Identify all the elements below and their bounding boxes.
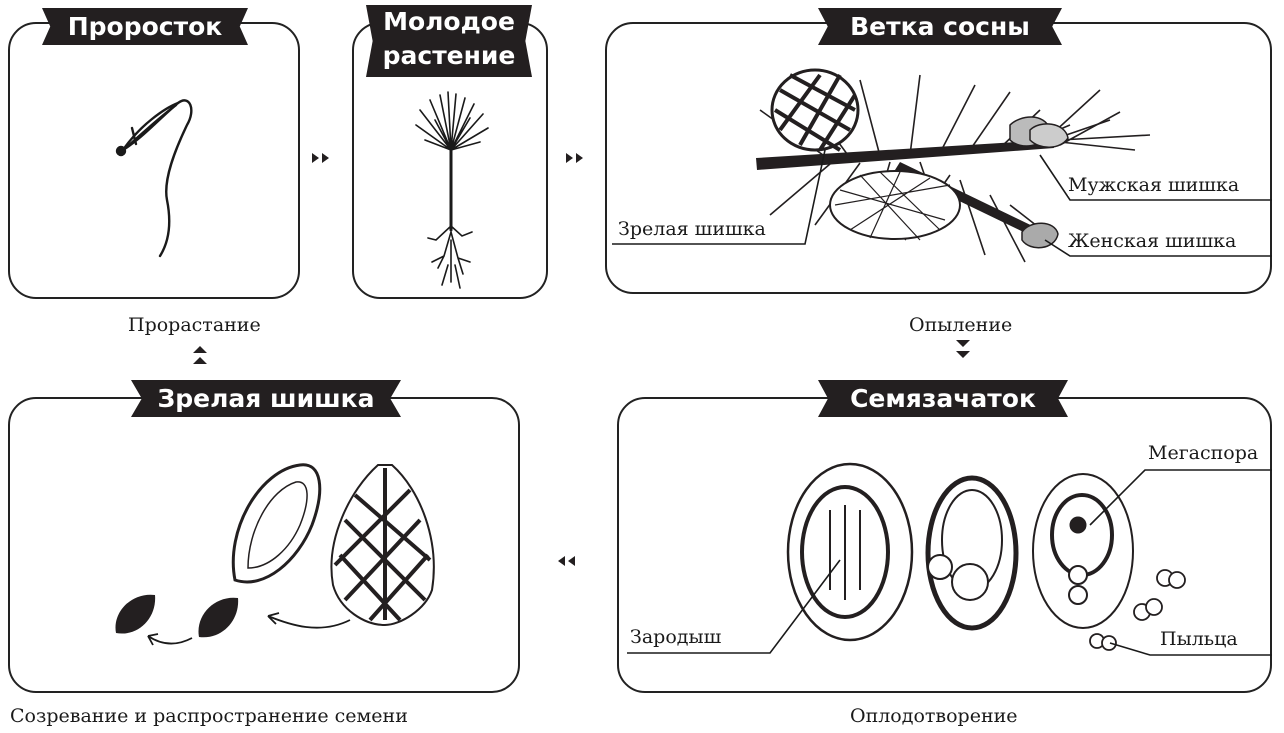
young-plant-title-line1: Молодое [366,5,532,39]
ovule-drawings [788,464,1133,640]
mature-cone-drawing [331,465,433,625]
label-megaspore: Мегаспора [1148,442,1258,464]
seed-wing-drawing [115,465,319,638]
stage-banner-pine-branch: Ветка сосны [818,8,1062,45]
caption-fertilization: Оплодотворение [850,705,1018,727]
stage-banner-mature-cone: Зрелая шишка [131,380,401,417]
young-plant-title-line2: растение [366,39,532,73]
stage-banner-ovule: Семязачаток [818,380,1068,417]
caption-germination: Прорастание [128,314,261,336]
label-female-cone: Женская шишка [1068,230,1236,252]
label-embryo: Зародыш [630,626,721,648]
caption-pollination: Опыление [909,314,1012,336]
label-male-cone: Мужская шишка [1068,174,1239,196]
stage-banner-sprout: Проросток [42,8,248,45]
label-pollen: Пыльца [1160,628,1238,650]
young-plant-drawing [416,92,488,288]
sprout-drawing [117,100,191,256]
seed-dispersal-arrows [148,613,350,645]
stage-banner-young-plant: Молодое растение [366,5,532,77]
caption-ripening: Созревание и распространение семени [10,705,408,727]
label-mature-cone: Зрелая шишка [618,218,766,240]
